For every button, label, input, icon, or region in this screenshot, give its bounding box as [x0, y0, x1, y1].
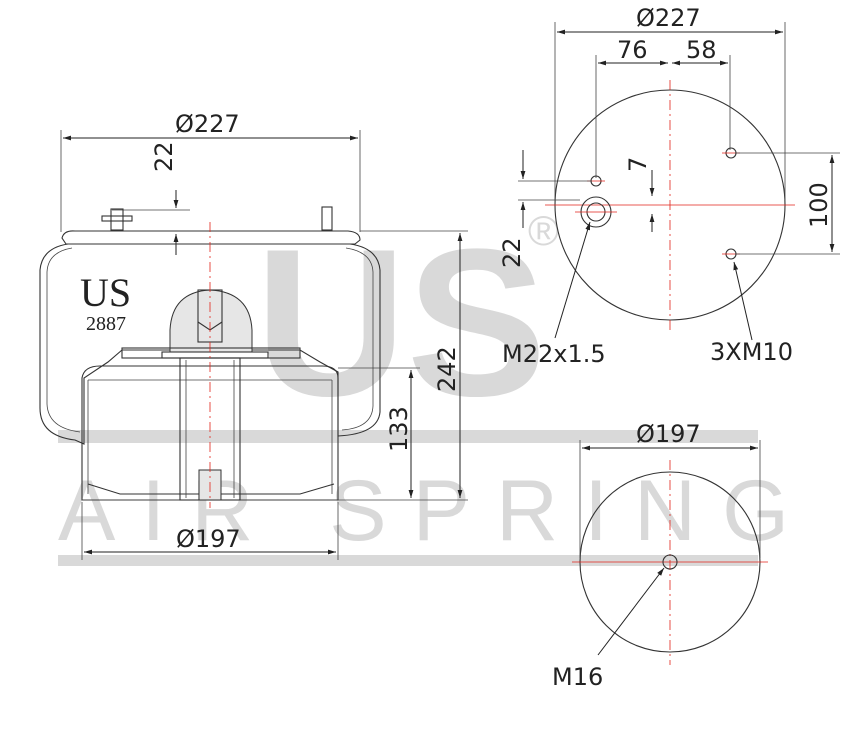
side-stud-height-label: 22 — [150, 141, 178, 172]
side-piston-height-label: 133 — [385, 406, 413, 452]
side-overall-height-label: 242 — [433, 346, 461, 392]
top-offset-vertical-left-label: 22 — [498, 237, 526, 268]
side-piston-diameter-label: Ø197 — [176, 525, 241, 553]
watermark-registered-mark: ® — [528, 207, 559, 254]
top-view: Ø227 76 58 100 7 22 M22x1 — [498, 4, 840, 368]
bottom-view: Ø197 M16 — [552, 420, 768, 691]
top-offset-small-label: 7 — [624, 157, 652, 172]
product-brand: US — [80, 270, 131, 315]
top-offset-right-label: 58 — [686, 36, 717, 64]
watermark-bar — [58, 430, 758, 443]
air-fitting-label: M22x1.5 — [502, 340, 606, 368]
stud-thread-label: 3XM10 — [710, 338, 793, 366]
stud-right — [321, 206, 333, 231]
bumper-dome — [169, 289, 253, 353]
top-plate — [61, 230, 361, 245]
top-offset-left-label: 76 — [617, 36, 648, 64]
watermark-underline — [58, 555, 758, 566]
side-view: Ø227 22 US 2887 — [39, 110, 468, 560]
product-part-number: 2887 — [86, 313, 126, 335]
stud-left — [110, 208, 124, 231]
watermark: US ® AIR SPRING — [58, 205, 789, 566]
bottom-diameter-label: Ø197 — [636, 420, 701, 448]
side-top-diameter-label: Ø227 — [175, 110, 240, 138]
bottom-thread-label: M16 — [552, 663, 603, 691]
top-diameter-label: Ø227 — [636, 4, 701, 32]
top-stud-spacing-label: 100 — [805, 182, 833, 228]
piston — [81, 365, 339, 501]
piston-thread-hole — [662, 554, 678, 570]
